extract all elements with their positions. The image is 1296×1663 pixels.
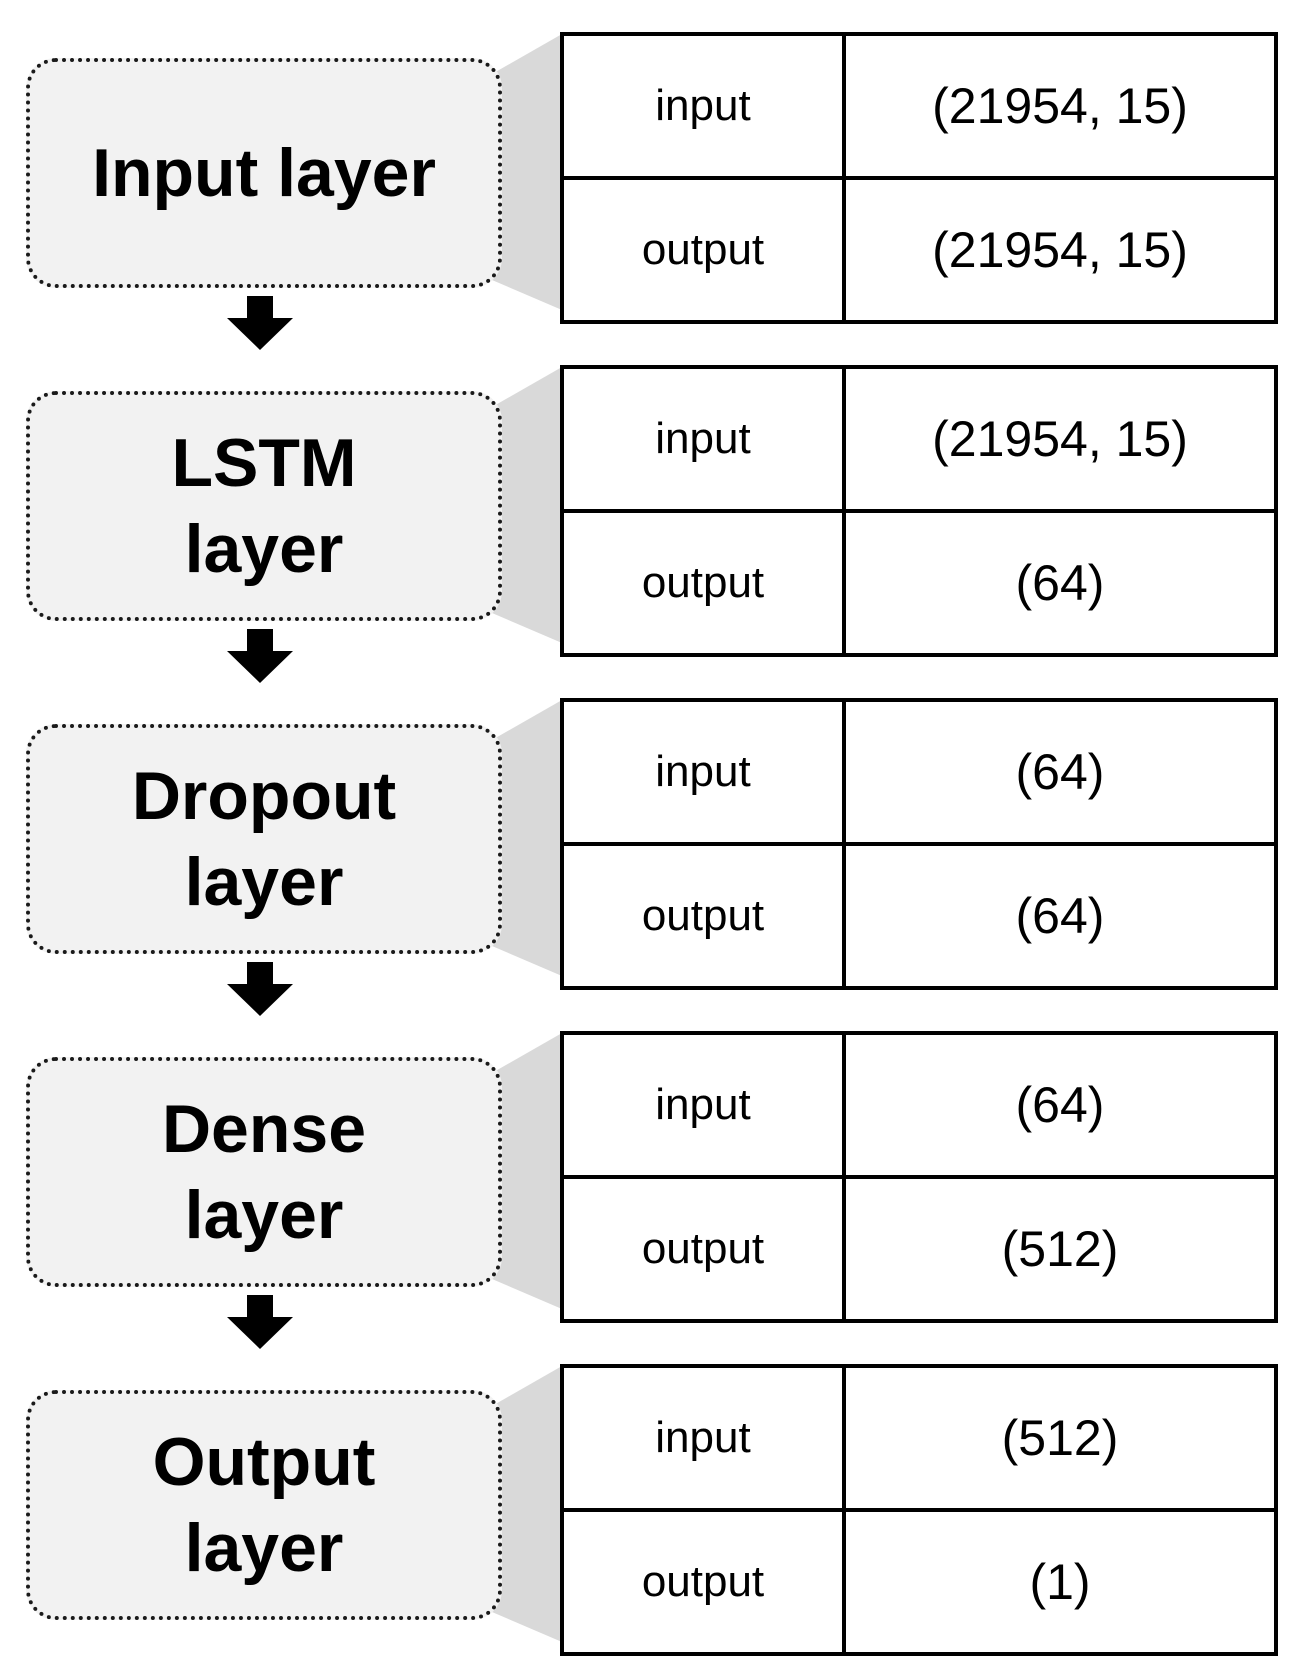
io-shape-table: input(512)output(1) — [560, 1364, 1278, 1656]
shape-value: (1) — [842, 1508, 1278, 1656]
down-arrow-icon — [227, 629, 293, 683]
io-shape-table: input(64)output(64) — [560, 698, 1278, 990]
table-row: output(21954, 15) — [560, 176, 1278, 324]
shape-label: input — [560, 1031, 846, 1179]
shape-value: (64) — [842, 509, 1278, 657]
table-row: input(64) — [560, 1031, 1278, 1179]
shape-label: output — [560, 1175, 846, 1323]
table-row: output(64) — [560, 842, 1278, 990]
shape-value: (64) — [842, 1031, 1278, 1179]
shape-value: (512) — [842, 1175, 1278, 1323]
layer-row: Dense layer input(64)output(512) — [0, 1031, 1296, 1323]
shape-label: input — [560, 698, 846, 846]
layer-name: Dense layer — [161, 1091, 367, 1253]
shape-label: output — [560, 842, 846, 990]
shape-label: input — [560, 365, 846, 513]
table-row: output(1) — [560, 1508, 1278, 1656]
shape-value: (21954, 15) — [842, 32, 1278, 180]
layer-name: Output layer — [152, 1424, 376, 1586]
layer-connector-shape — [492, 700, 562, 976]
layer-box: Input layer — [26, 58, 502, 288]
layer-name: Input layer — [92, 135, 436, 211]
shape-value: (21954, 15) — [842, 365, 1278, 513]
shape-value: (21954, 15) — [842, 176, 1278, 324]
table-row: output(64) — [560, 509, 1278, 657]
io-shape-table: input(64)output(512) — [560, 1031, 1278, 1323]
layer-connector-shape — [492, 367, 562, 643]
layer-box: Output layer — [26, 1390, 502, 1620]
shape-label: output — [560, 176, 846, 324]
layer-name: Dropout layer — [131, 758, 397, 920]
io-shape-table: input(21954, 15)output(21954, 15) — [560, 32, 1278, 324]
layer-connector-shape — [492, 1366, 562, 1642]
layer-connector-shape — [492, 1033, 562, 1309]
layer-row: Input layer input(21954, 15)output(21954,… — [0, 32, 1296, 324]
table-row: input(64) — [560, 698, 1278, 846]
table-row: input(21954, 15) — [560, 32, 1278, 180]
layer-box: Dense layer — [26, 1057, 502, 1287]
shape-value: (64) — [842, 698, 1278, 846]
table-row: input(512) — [560, 1364, 1278, 1512]
table-row: input(21954, 15) — [560, 365, 1278, 513]
shape-label: input — [560, 32, 846, 180]
shape-value: (64) — [842, 842, 1278, 990]
io-shape-table: input(21954, 15)output(64) — [560, 365, 1278, 657]
shape-label: output — [560, 1508, 846, 1656]
layer-box: LSTM layer — [26, 391, 502, 621]
shape-label: output — [560, 509, 846, 657]
down-arrow-icon — [227, 1295, 293, 1349]
shape-value: (512) — [842, 1364, 1278, 1512]
shape-label: input — [560, 1364, 846, 1512]
down-arrow-icon — [227, 296, 293, 350]
down-arrow-icon — [227, 962, 293, 1016]
layer-connector-shape — [492, 34, 562, 310]
layer-name: LSTM layer — [171, 425, 357, 587]
layer-box: Dropout layer — [26, 724, 502, 954]
layer-row: LSTM layer input(21954, 15)output(64) — [0, 365, 1296, 657]
table-row: output(512) — [560, 1175, 1278, 1323]
layer-row: Output layer input(512)output(1) — [0, 1364, 1296, 1656]
layer-row: Dropout layer input(64)output(64) — [0, 698, 1296, 990]
